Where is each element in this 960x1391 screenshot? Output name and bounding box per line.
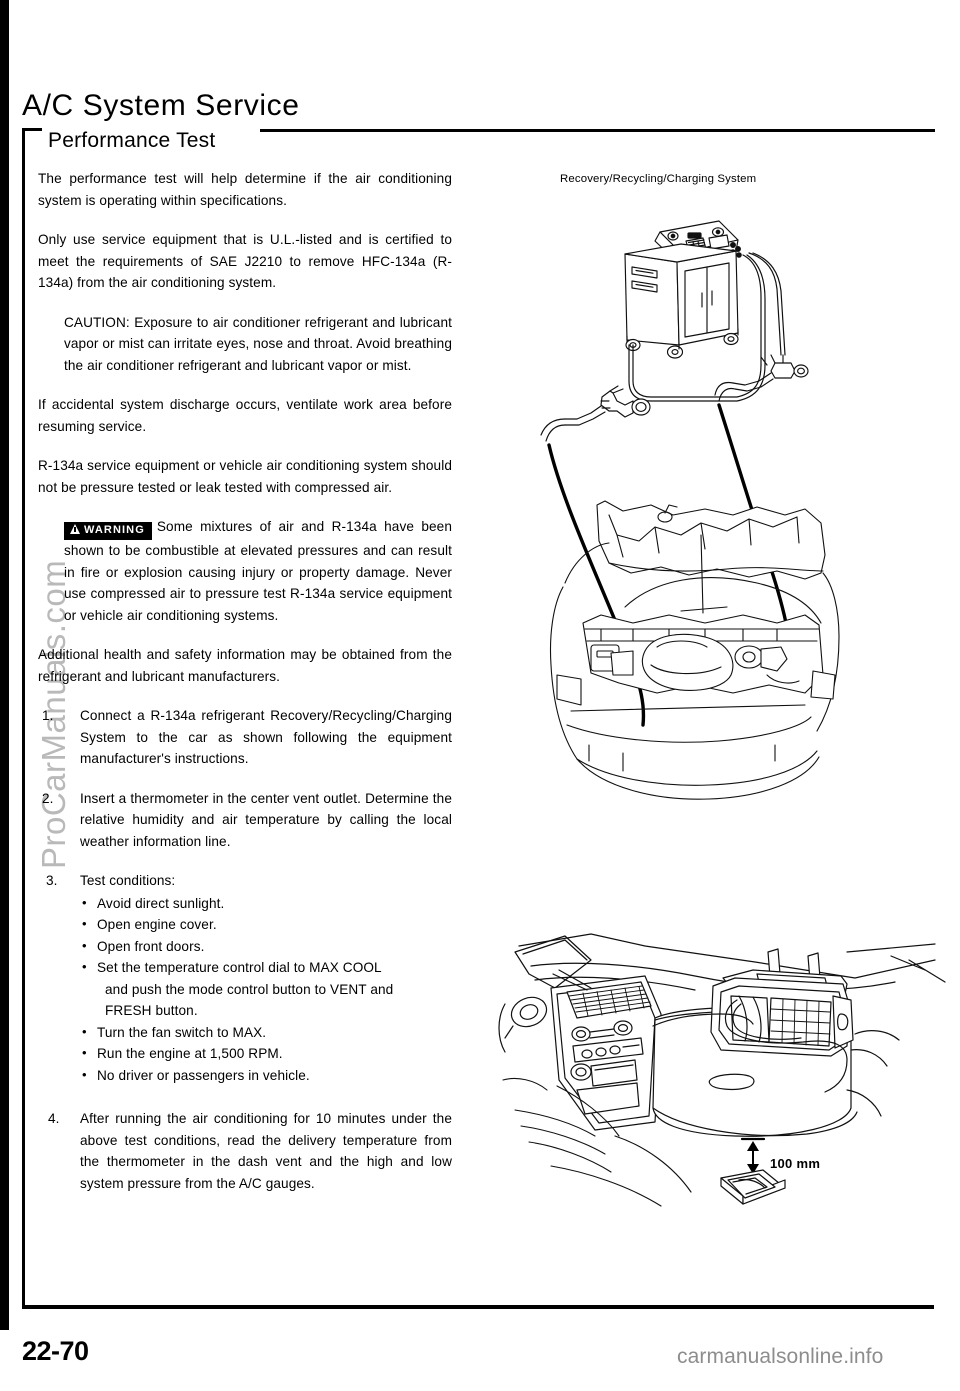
dashboard-upper: [514, 933, 946, 991]
warning-badge-label: WARNING: [84, 524, 145, 536]
test-condition-continuation: and push the mode control button to VENT…: [105, 981, 394, 997]
additional-info-paragraph: Additional health and safety information…: [38, 647, 452, 684]
high-side-coupler: [714, 354, 809, 402]
step-3: 3. Test conditions: Avoid direct sunligh…: [38, 870, 452, 1086]
step-3-text: Test conditions:: [80, 873, 176, 888]
test-conditions-list: Avoid direct sunlight. Open engine cover…: [80, 892, 452, 1087]
test-condition-label: No driver or passengers in vehicle.: [97, 1067, 310, 1083]
test-condition-item: Open engine cover.: [80, 913, 452, 936]
step-2-text: Insert a thermometer in the center vent …: [80, 790, 452, 849]
step-4: 4. After running the air conditioning fo…: [38, 1108, 452, 1194]
left-text-column: The performance test will help determine…: [38, 168, 452, 1212]
content-frame-top-hook: [22, 128, 42, 131]
test-condition-label: Run the engine at 1,500 RPM.: [97, 1046, 283, 1061]
service-hoses: [628, 252, 786, 402]
test-condition-item: Open front doors.: [80, 935, 452, 958]
section-title: Performance Test: [48, 129, 216, 153]
header-horizontal-rule: [260, 129, 935, 132]
warning-badge: WARNING: [64, 522, 152, 540]
equipment-requirements-paragraph: Only use service equipment that is U.L.-…: [38, 232, 452, 290]
step-4-number: 4.: [48, 1111, 60, 1126]
test-condition-item: Set the temperature control dial to MAX …: [80, 956, 452, 1022]
test-condition-label: Open front doors.: [97, 938, 205, 954]
recovery-machine-body: [624, 220, 742, 359]
center-console: [550, 969, 662, 1131]
recovery-recycling-charging-system-illustration: [505, 205, 945, 820]
test-condition-label: Turn the fan switch to MAX.: [97, 1024, 267, 1040]
page-title: A/C System Service: [22, 89, 300, 123]
step-2-number: 2.: [42, 790, 54, 806]
caution-paragraph: CAUTION: Exposure to air conditioner ref…: [64, 314, 452, 373]
low-side-coupler: [540, 385, 651, 442]
test-condition-label: Avoid direct sunlight.: [97, 895, 225, 911]
test-condition-item: No driver or passengers in vehicle.: [80, 1064, 452, 1087]
test-condition-item: Run the engine at 1,500 RPM.: [80, 1042, 452, 1065]
step-1-text: Connect a R-134a refrigerant Recovery/Re…: [80, 708, 452, 766]
test-condition-continuation: FRESH button.: [105, 1003, 198, 1018]
center-vent-outlet: [652, 948, 854, 1093]
test-condition-label: Set the temperature control dial to MAX …: [97, 960, 382, 975]
test-condition-item: Turn the fan switch to MAX.: [80, 1021, 452, 1044]
site-credit: carmanualsonline.info: [677, 1345, 884, 1368]
warning-text: Some mixtures of air and R-134a have bee…: [64, 519, 452, 623]
test-condition-label: Open engine cover.: [97, 917, 217, 932]
recovery-system-caption: Recovery/Recycling/Charging System: [560, 173, 757, 185]
step-3-number: 3.: [46, 873, 58, 888]
content-frame-left-rule: [22, 128, 25, 1308]
discharge-ventilation-paragraph: If accidental system discharge occurs, v…: [38, 397, 452, 434]
content-frame-bottom-rule: [22, 1305, 934, 1309]
dimension-label-100mm: 100 mm: [770, 1156, 821, 1171]
page-number: 22-70: [22, 1336, 89, 1366]
vehicle-engine-bay: [550, 500, 840, 800]
step-1-number: 1.: [42, 708, 54, 723]
test-condition-item: Avoid direct sunlight.: [80, 892, 452, 915]
pressure-test-paragraph: R-134a service equipment or vehicle air …: [38, 458, 452, 495]
intro-paragraph: The performance test will help determine…: [38, 171, 452, 208]
step-4-text: After running the air conditioning for 1…: [80, 1111, 452, 1191]
dimension-arrow-100mm: [740, 1137, 766, 1178]
warning-triangle-icon: [70, 524, 80, 534]
dashboard-vent-thermometer-illustration: [495, 930, 950, 1255]
page-edge-bar: [0, 0, 9, 1330]
step-2: 2. Insert a thermometer in the center ve…: [38, 788, 452, 853]
floor-contours: [502, 1077, 692, 1207]
steering-wheel: [498, 996, 548, 1053]
step-1: 1. Connect a R-134a refrigerant Recovery…: [38, 705, 452, 770]
thermometer: [720, 1169, 786, 1205]
